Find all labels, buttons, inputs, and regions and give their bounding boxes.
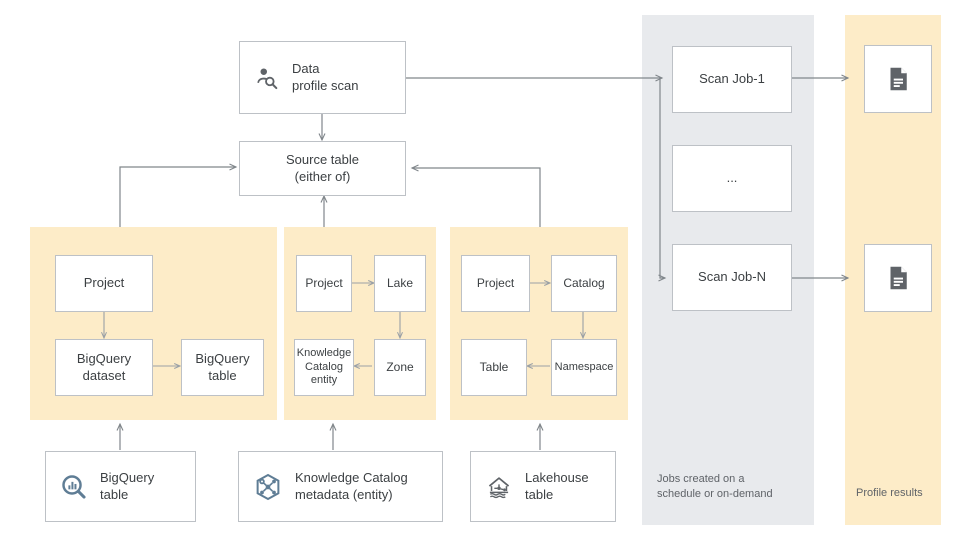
node-label: Catalog: [563, 276, 605, 290]
node-scan-job-ellipsis[interactable]: ...: [672, 145, 792, 212]
node-cat-project[interactable]: Project: [461, 255, 530, 312]
person-search-icon: [254, 65, 280, 91]
node-profile-result-1[interactable]: [864, 45, 932, 113]
node-label: Project: [305, 276, 343, 290]
node-label: Source table(either of): [286, 152, 359, 184]
node-dp-lake[interactable]: Lake: [374, 255, 426, 312]
node-cat-table[interactable]: Table: [461, 339, 527, 396]
node-label: Zone: [386, 360, 414, 374]
node-cat-namespace[interactable]: Namespace: [551, 339, 617, 396]
node-label: Project: [476, 276, 515, 290]
bigquery-icon: [60, 473, 88, 501]
node-source-table[interactable]: Source table(either of): [239, 141, 406, 196]
results-panel-caption: Profile results: [856, 487, 923, 499]
node-dp-project[interactable]: Project: [296, 255, 352, 312]
node-label: Lake: [386, 276, 414, 290]
knowledge-catalog-icon: [253, 472, 283, 502]
node-profile-result-2[interactable]: [864, 244, 932, 312]
node-label: ...: [726, 170, 738, 186]
document-icon: [883, 64, 913, 94]
lakehouse-icon: [485, 473, 513, 501]
node-label: Table: [479, 360, 509, 374]
node-label: Scan Job-N: [698, 269, 766, 285]
node-cat-catalog[interactable]: Catalog: [551, 255, 617, 312]
node-label: Namespace: [554, 360, 614, 373]
node-dp-zone[interactable]: Zone: [374, 339, 426, 396]
node-label: Project: [83, 275, 125, 291]
node-bq-project[interactable]: Project: [55, 255, 153, 312]
node-label: Scan Job-1: [699, 71, 765, 87]
node-scan-job-1[interactable]: Scan Job-1: [672, 46, 792, 113]
node-scan-job-n[interactable]: Scan Job-N: [672, 244, 792, 311]
document-icon: [883, 263, 913, 293]
